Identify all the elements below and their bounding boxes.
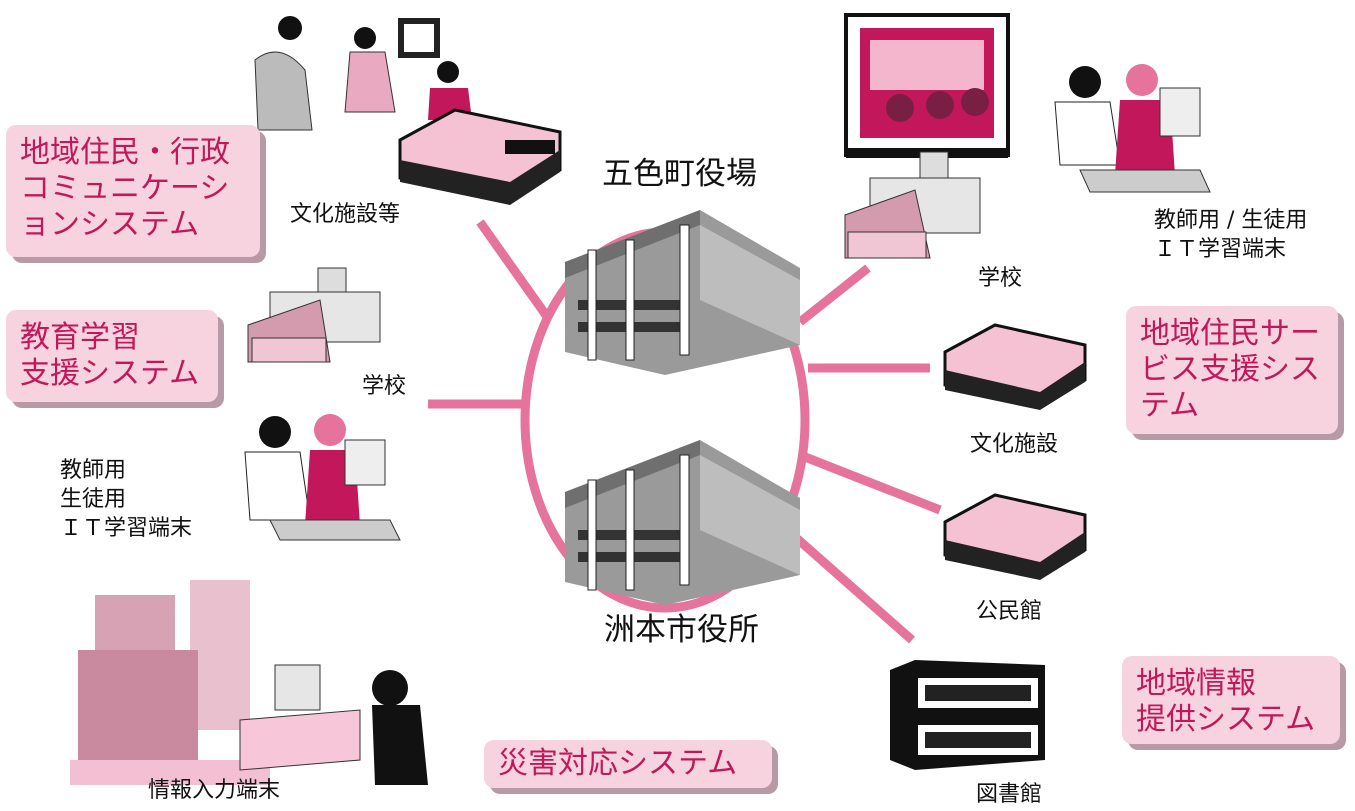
culture-facility-icon	[943, 323, 1087, 410]
resident-service-system-box: 地域住民サー ビス支援シス テム	[1126, 306, 1338, 434]
education-system-box: 教育学習 支援システム	[6, 310, 218, 402]
community-system-box: 地域住民・行政 コミュニケーシ ョンシステム	[6, 125, 260, 257]
terminal-left-label: 教師用 生徒用 ＩＴ学習端末	[60, 458, 193, 541]
community-hall-label: 公民館	[976, 599, 1043, 624]
community-hall-icon	[943, 493, 1087, 580]
terminal-right-label: 教師用 / 生徒用 ＩＴ学習端末	[1154, 208, 1308, 262]
link-community-hall	[798, 450, 942, 515]
video-monitor-icon	[844, 13, 1010, 158]
culture-etc-label: 文化施設等	[290, 202, 401, 227]
building-icon	[565, 210, 800, 375]
link-school-right	[797, 264, 871, 326]
teacher-student-terminal-icon	[1054, 64, 1211, 193]
info-input-label: 情報入力端末	[148, 778, 281, 803]
school-right-label: 学校	[978, 266, 1023, 291]
disaster-system-box: 災害対応システム	[484, 740, 772, 788]
school-icon	[247, 267, 381, 363]
goshiki-town-hall-label: 五色町役場	[602, 156, 757, 192]
library-icon	[890, 660, 1045, 770]
culture-facility-icon	[398, 108, 562, 205]
people-watching-tv-icon	[254, 16, 472, 131]
disaster-info-terminal-icon	[70, 580, 428, 785]
sumoto-city-hall-label: 洲本市役所	[604, 612, 759, 648]
teacher-student-terminal-icon	[244, 414, 401, 541]
library-label: 図書館	[976, 782, 1043, 807]
school-icon	[844, 151, 981, 259]
info-provision-system-box: 地域情報 提供システム	[1122, 656, 1340, 744]
link-culture-etc	[476, 219, 552, 321]
culture-label: 文化施設	[970, 432, 1059, 457]
school-left-label: 学校	[362, 374, 407, 399]
building-icon	[565, 440, 800, 605]
